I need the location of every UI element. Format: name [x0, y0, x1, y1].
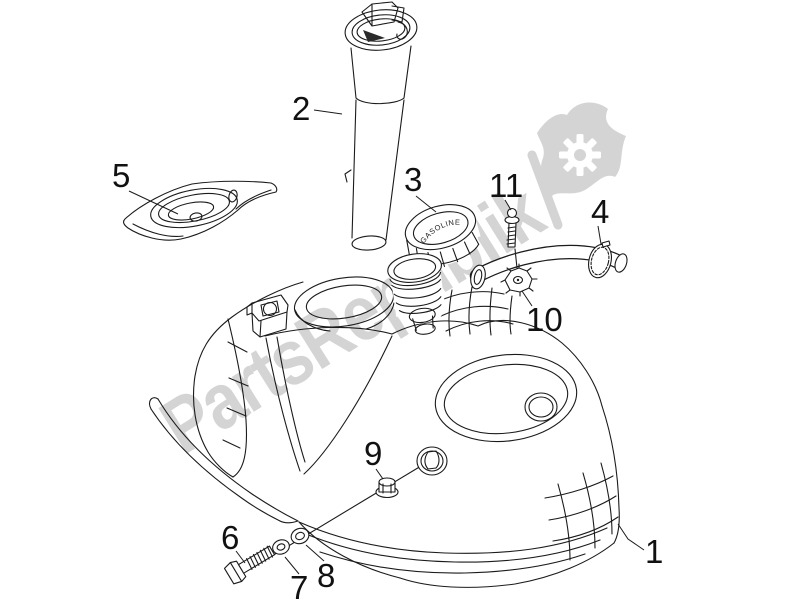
leader-9: [375, 468, 384, 480]
fuel-tank-body: [149, 276, 620, 588]
leader-11: [504, 199, 512, 211]
leader-5: [128, 190, 179, 215]
callout-2: 2: [292, 90, 310, 127]
flag-gear-icon: [527, 102, 626, 230]
clamp-screw: [504, 207, 520, 248]
callout-10: 10: [526, 301, 563, 338]
callout-9: 9: [364, 435, 382, 472]
washer-rear: [290, 527, 310, 545]
leader-3: [415, 195, 437, 213]
callout-6: 6: [221, 519, 239, 556]
washer-front: [272, 539, 290, 555]
bolt: [223, 545, 276, 585]
filler-neck: [387, 253, 446, 335]
callout-5: 5: [112, 157, 130, 194]
callout-3: 3: [404, 161, 422, 198]
callout-8: 8: [317, 557, 335, 594]
nut: [375, 477, 399, 499]
leader-6: [235, 550, 246, 564]
hose-clamp: [588, 240, 612, 279]
callout-7: 7: [290, 569, 308, 600]
leader-4: [597, 225, 602, 245]
callout-1: 1: [645, 533, 663, 570]
gear-icon: [559, 134, 601, 176]
leader-2: [313, 109, 343, 115]
callout-11: 11: [489, 167, 523, 204]
leader-1: [617, 523, 645, 551]
cover-plate: [123, 180, 278, 241]
leader-10: [521, 290, 533, 307]
leader-7: [284, 556, 300, 575]
leader-8: [305, 544, 325, 562]
tank-plug-boss: [416, 446, 448, 476]
fuel-pump-unit: [344, 1, 418, 251]
callouts: 1 2 3 4 5 6 7 8 9 10 11: [112, 90, 663, 600]
callout-4: 4: [591, 193, 609, 230]
pipe-clamp-bracket: [500, 248, 538, 297]
